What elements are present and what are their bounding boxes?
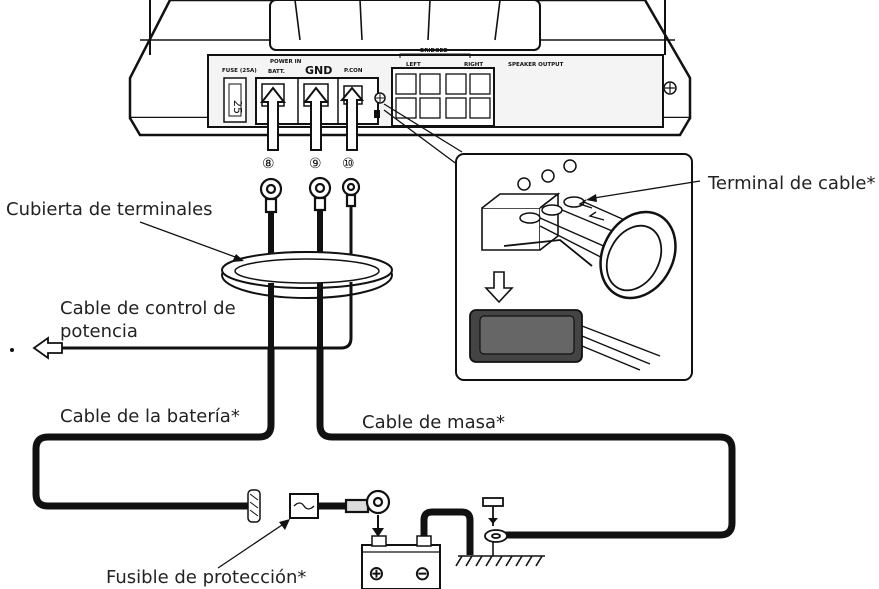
- label-terminal-cover: Cubierta de terminales: [6, 199, 213, 220]
- label-ground-cable: Cable de masa*: [362, 412, 505, 433]
- left-label: LEFT: [406, 62, 421, 68]
- power-in-label: POWER IN: [270, 59, 302, 65]
- batt-label: BATT.: [268, 69, 285, 75]
- right-label: RIGHT: [464, 62, 483, 68]
- battery-minus-icon: ⊖: [414, 561, 431, 585]
- label-battery-cable: Cable de la batería*: [60, 406, 240, 427]
- label-power-control-line1: Cable de control de: [60, 298, 236, 319]
- terminal-cover: [221, 251, 393, 300]
- wire-arrow-icon: [32, 336, 63, 360]
- terminal-number-10: ⑩: [342, 156, 355, 172]
- label-fuse: Fusible de protección*: [106, 567, 306, 588]
- battery-ring-terminal: [344, 489, 391, 515]
- speaker-output-label: SPEAKER OUTPUT: [508, 62, 564, 68]
- label-cable-terminal: Terminal de cable*: [707, 173, 875, 194]
- ground-bolt-icon: [482, 497, 508, 543]
- bridged-label: BRIDGED: [420, 48, 448, 54]
- pcon-label: P.CON: [344, 68, 363, 74]
- chassis-ground-icon: [455, 555, 545, 567]
- inline-fuse: [247, 489, 319, 523]
- terminal-number-8: ⑧: [262, 156, 275, 172]
- detail-inset: [455, 153, 693, 381]
- cable-terminal-leader: [593, 180, 701, 199]
- negative-strap-wire: [420, 508, 474, 555]
- cover-leader-line: [139, 221, 239, 259]
- amplifier-unit: FUSE (25A) 25 POWER IN BATT. GND P.CON B…: [128, 0, 692, 137]
- label-power-control-line2: potencia: [60, 321, 138, 342]
- insertion-arrows: [259, 86, 365, 151]
- dot-icon: [10, 348, 14, 352]
- inset-connector-line: [383, 103, 463, 153]
- terminal-number-9: ⑨: [309, 156, 322, 172]
- battery-icon: [361, 535, 441, 589]
- power-control-wire: [60, 206, 353, 350]
- battery-plus-icon: ⊕: [368, 561, 385, 585]
- fuse-leader-line: [217, 522, 286, 569]
- fuse-value: 25: [231, 100, 244, 114]
- fuse-rating-label: FUSE (25A): [222, 68, 257, 74]
- ring-terminals: [259, 176, 361, 214]
- gnd-label: GND: [305, 64, 332, 77]
